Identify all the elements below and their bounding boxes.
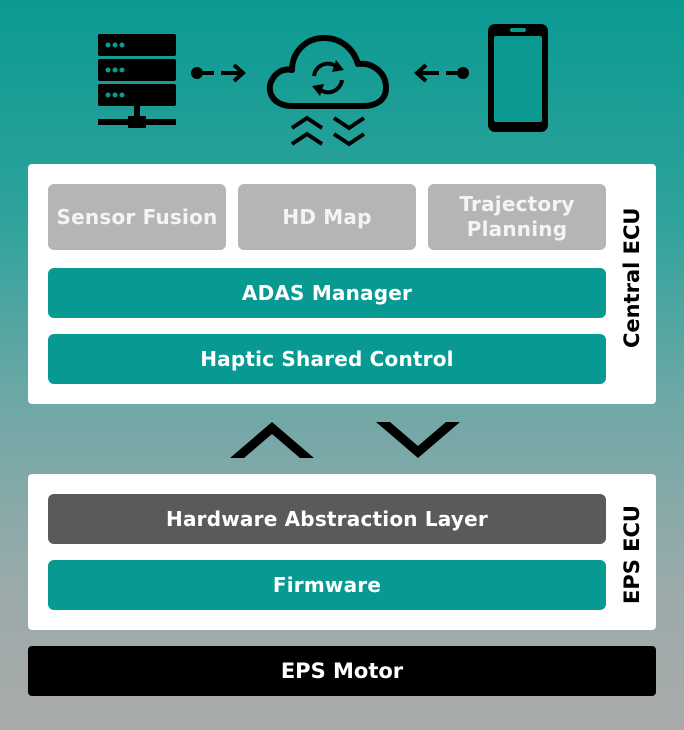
double-chevron-up-icon	[290, 114, 324, 148]
eps-ecu-panel: Hardware Abstraction Layer Firmware EPS …	[28, 474, 656, 630]
trajectory-planning-label-line1: Trajectory	[459, 192, 575, 216]
smartphone-icon	[488, 24, 548, 132]
sensor-fusion-label: Sensor Fusion	[56, 205, 218, 229]
arrow-right-icon	[190, 62, 252, 84]
adas-manager-label: ADAS Manager	[241, 281, 413, 305]
trajectory-planning-label-line2: Planning	[466, 217, 568, 241]
eps-motor-block: EPS Motor	[28, 646, 656, 696]
double-chevron-down-icon	[332, 114, 366, 148]
hd-map-module: HD Map	[238, 184, 416, 250]
cloud-sync-icon	[262, 30, 392, 112]
server-icon	[98, 34, 176, 128]
firmware-block: Firmware	[48, 560, 606, 610]
haptic-shared-control-label: Haptic Shared Control	[200, 347, 454, 371]
central-ecu-label: Central ECU	[620, 207, 644, 349]
central-ecu-panel: Sensor Fusion HD Map Trajectory Planning…	[28, 164, 656, 404]
chevron-up-icon	[230, 420, 314, 460]
haptic-shared-control-block: Haptic Shared Control	[48, 334, 606, 384]
hardware-abstraction-layer-block: Hardware Abstraction Layer	[48, 494, 606, 544]
adas-manager-block: ADAS Manager	[48, 268, 606, 318]
firmware-label: Firmware	[272, 573, 382, 597]
hardware-abstraction-layer-label: Hardware Abstraction Layer	[166, 507, 488, 531]
hd-map-label: HD Map	[282, 205, 372, 229]
sensor-fusion-module: Sensor Fusion	[48, 184, 226, 250]
arrow-left-icon	[408, 62, 470, 84]
chevron-down-icon	[376, 420, 460, 460]
eps-motor-label: EPS Motor	[280, 659, 404, 683]
trajectory-planning-module: Trajectory Planning	[428, 184, 606, 250]
eps-ecu-label: EPS ECU	[620, 505, 644, 604]
